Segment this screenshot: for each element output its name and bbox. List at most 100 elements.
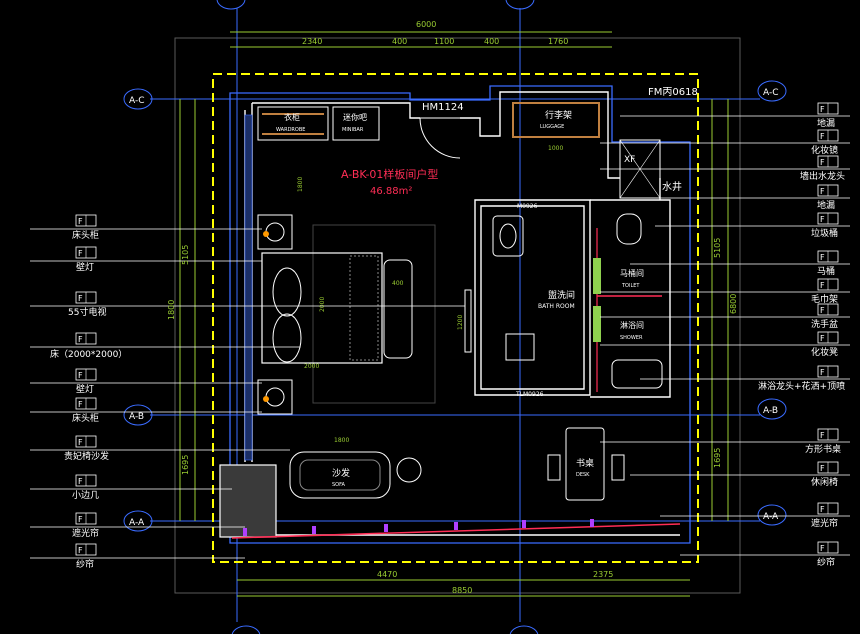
right-tag-code-12: F: [820, 505, 825, 514]
entrance-door: [419, 117, 461, 159]
dim-right-1: 6800: [729, 294, 738, 314]
left-tag-code-6: F: [78, 438, 83, 447]
left-callout-1: 壁灯: [76, 261, 94, 273]
right-tag-code-5: F: [820, 253, 825, 262]
right-tag-code-7: F: [820, 306, 825, 315]
desk: [547, 427, 625, 501]
dim-top-3: 400: [484, 37, 499, 46]
left-tag-code-4: F: [78, 371, 83, 380]
walls: [244, 91, 680, 536]
right-callout-12: 遮光帘: [811, 517, 838, 529]
right-tag-code-8: F: [820, 334, 825, 343]
axis-bubbles: [123, 0, 787, 634]
right-tag-code-4: F: [820, 215, 825, 224]
dim-left-2: 1695: [181, 455, 190, 475]
left-tag-code-5: F: [78, 400, 83, 409]
plan-title: A-BK-01样板间户型: [341, 167, 438, 181]
left-tag-code-1: F: [78, 249, 83, 258]
dim-inner-4: 1200: [457, 315, 464, 330]
room-bath-cn: 盥洗间: [548, 289, 575, 301]
room-luggage-en: LUGGAGE: [540, 124, 564, 130]
dim-inner-1: 2000: [304, 363, 319, 370]
right-callout-6: 毛巾架: [811, 293, 838, 305]
door-tag-2: M0926: [517, 203, 538, 210]
left-callout-2: 55寸电视: [68, 306, 106, 318]
dim-bottom-overall: 8850: [452, 586, 472, 595]
dim-top-2: 1100: [434, 37, 454, 46]
dim-top-1: 400: [392, 37, 407, 46]
curtain-hooks: [243, 519, 594, 536]
right-callout-2: 墙出水龙头: [800, 170, 845, 182]
right-tag-code-13: F: [820, 544, 825, 553]
right-tag-code-0: F: [820, 105, 825, 114]
left-callout-6: 贵妃椅沙发: [64, 450, 109, 462]
right-tag-code-11: F: [820, 464, 825, 473]
dim-top-4: 1760: [548, 37, 568, 46]
bath-fixtures: [492, 213, 663, 392]
left-callout-5: 床头柜: [72, 412, 99, 424]
dim-inner-2: 2000: [319, 297, 326, 312]
side-table: [219, 464, 277, 538]
room-shower-en: SHOWER: [620, 335, 643, 341]
right-leaders: [600, 115, 850, 556]
axis-left-2: A-A: [129, 518, 145, 528]
room-minibar-en: MINIBAR: [342, 127, 364, 133]
room-toilet-en: TOILET: [621, 283, 640, 289]
right-callout-10: 方形书桌: [805, 443, 841, 455]
axis-left-1: A-B: [129, 412, 144, 422]
right-callout-9: 淋浴龙头+花洒+顶喷: [758, 380, 845, 392]
dim-top-0: 2340: [302, 37, 322, 46]
outer-frame: [174, 37, 741, 594]
room-shower-cn: 淋浴间: [620, 320, 644, 330]
axis-right-1: A-B: [763, 406, 778, 416]
room-desk-cn: 书桌: [576, 457, 594, 469]
left-tag-code-9: F: [78, 546, 83, 555]
dim-inner-6: 1800: [334, 437, 349, 444]
luggage-rack: [512, 102, 600, 138]
room-sofa-en: SOFA: [332, 482, 346, 488]
rug-area: [312, 224, 436, 404]
right-tag-code-3: F: [820, 187, 825, 196]
right-callout-1: 化妆镜: [811, 144, 838, 156]
dim-bottom-1: 2375: [593, 570, 613, 579]
curtain-line: [231, 523, 681, 539]
room-sofa-cn: 沙发: [332, 467, 350, 479]
right-callout-11: 休闲椅: [811, 476, 838, 488]
axis-right-0: A-C: [763, 88, 779, 98]
right-tag-code-1: F: [820, 132, 825, 141]
wardrobe: [257, 106, 329, 141]
left-callout-0: 床头柜: [72, 229, 99, 241]
right-tag-code-9: F: [820, 368, 825, 377]
dim-bottom-0: 4470: [377, 570, 397, 579]
room-toilet-cn: 马桶间: [620, 268, 644, 278]
tv-panel: [464, 289, 472, 353]
dim-left-0: 5105: [181, 245, 190, 265]
nightstand-bottom: [257, 379, 293, 415]
right-callout-3: 地漏: [817, 199, 835, 211]
left-tag-code-7: F: [78, 477, 83, 486]
axis-right-2: A-A: [763, 512, 779, 522]
plan-area: 46.88m²: [370, 186, 412, 197]
dim-right-0: 5105: [713, 238, 722, 258]
room-minibar-cn: 迷你吧: [343, 112, 367, 122]
dim-right-2: 1695: [713, 448, 722, 468]
left-tag-code-8: F: [78, 515, 83, 524]
left-callout-8: 遮光帘: [72, 527, 99, 539]
nightstand-top: [257, 214, 293, 250]
bed: [261, 252, 413, 364]
axis-left-0: A-C: [129, 96, 145, 106]
right-callout-5: 马桶: [817, 265, 835, 277]
right-callout-13: 纱帘: [817, 556, 835, 568]
left-callout-7: 小边几: [72, 490, 99, 501]
room-wardrobe-cn: 衣柜: [284, 112, 300, 122]
room-bath-en: BATH ROOM: [538, 303, 575, 310]
right-callout-0: 地漏: [817, 117, 835, 129]
right-callout-7: 洗手盆: [811, 318, 838, 330]
room-luggage-cn: 行李架: [545, 109, 572, 121]
dim-inner-3: 400: [392, 280, 404, 287]
right-tag-code-10: F: [820, 431, 825, 440]
left-tag-code-3: F: [78, 335, 83, 344]
right-callout-8: 化妆凳: [811, 346, 838, 358]
door-tag-1: FM丙0618: [648, 87, 698, 98]
